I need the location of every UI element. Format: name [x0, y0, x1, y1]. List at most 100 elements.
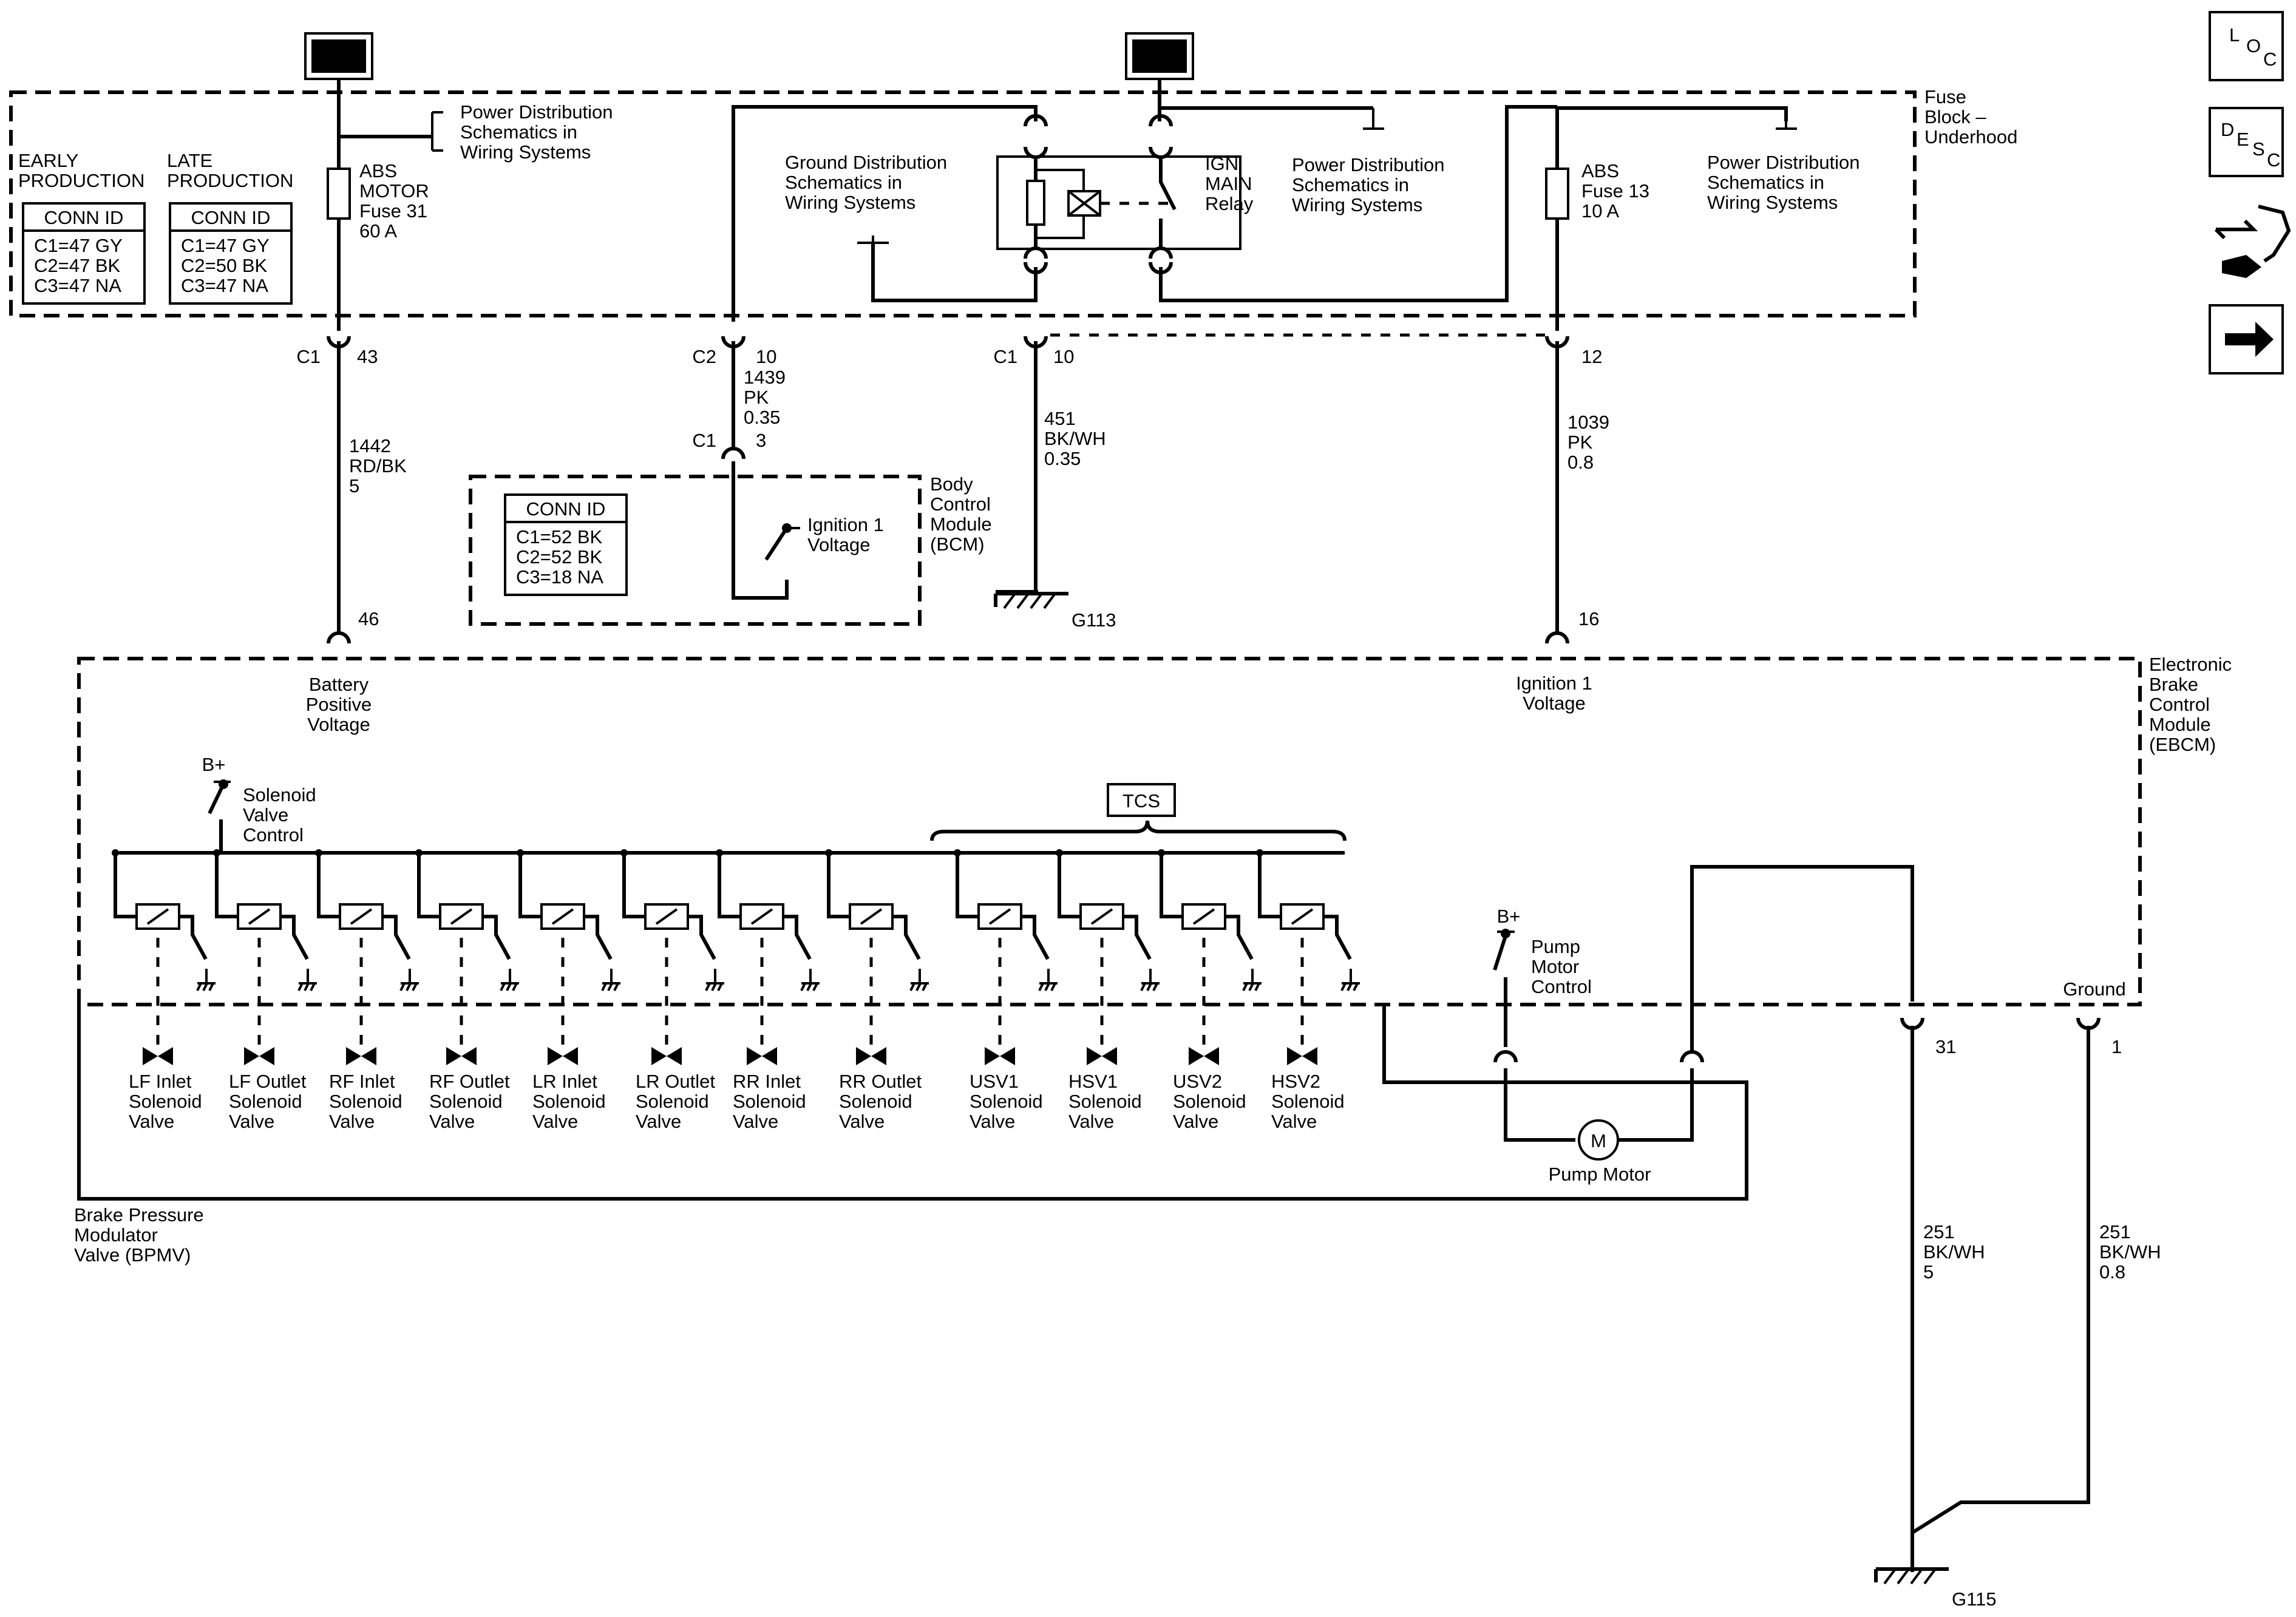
solenoid-coil-mark — [860, 908, 883, 925]
valve-label: Valve — [532, 1111, 578, 1132]
wire-251-label: BK/WH — [1923, 1241, 1985, 1263]
solenoid-driver — [783, 915, 812, 960]
fuse-13-label: ABS — [1581, 160, 1619, 181]
wire-451-label: 451 — [1044, 408, 1076, 429]
pump-connector — [1493, 1050, 1518, 1063]
wire-251-ground — [1911, 1026, 2090, 1534]
ebcm-label: Electronic — [2149, 654, 2232, 675]
bus-junction — [825, 849, 832, 856]
bus-junction — [716, 849, 723, 856]
valve-label: RR Inlet — [733, 1071, 801, 1092]
valve-label: Solenoid — [1271, 1091, 1345, 1112]
bcm-switch-label: Ignition 1 — [807, 514, 884, 535]
valve-label: HSV1 — [1068, 1071, 1118, 1092]
fuse-31-label: MOTOR — [359, 180, 429, 202]
bcm-label: Body — [930, 473, 973, 495]
solenoid-ground — [501, 969, 519, 985]
valve-label: RF Outlet — [429, 1071, 510, 1092]
wire-1442-label: 5 — [349, 475, 359, 497]
connector-label: C1 — [296, 346, 321, 367]
solenoid-coil-mark — [450, 908, 473, 925]
late-production-label: PRODUCTION — [167, 170, 293, 191]
solenoid-feed — [114, 853, 137, 918]
desc-button[interactable] — [2209, 107, 2284, 177]
valve-symbol — [361, 1047, 376, 1065]
wire-1442-label: 1442 — [349, 435, 391, 456]
fuse-block-outline — [9, 90, 1917, 317]
component-views-icon[interactable] — [2214, 205, 2291, 278]
valve-label: Valve — [429, 1111, 475, 1132]
fuse-block-label: Underhood — [1924, 126, 2017, 147]
valve-label: LF Outlet — [229, 1071, 307, 1092]
ground-distribution-ref: Ground Distribution — [785, 152, 947, 173]
solenoid-driver — [483, 915, 511, 960]
wire-1439-label: 0.35 — [744, 407, 780, 428]
bcm-switch-label: Voltage — [807, 534, 870, 555]
pin-number: 10 — [1053, 346, 1074, 367]
solenoid-valve-control-label: Solenoid — [243, 784, 316, 805]
connector-label: C2 — [692, 346, 716, 367]
valve-symbol — [1204, 1047, 1219, 1065]
solenoid-group — [622, 853, 724, 1065]
solenoid-ground — [401, 969, 419, 985]
solenoid-feed — [215, 853, 238, 918]
valve-label: Valve — [733, 1111, 778, 1132]
pump-motor-control-label: Pump — [1531, 936, 1580, 957]
valve-label: Valve — [970, 1111, 1015, 1132]
ground-g115 — [1874, 1567, 1949, 1585]
ref-bracket — [1776, 121, 1797, 130]
ground-hatch — [705, 983, 723, 991]
solenoid-driver — [688, 915, 716, 960]
ground-hatch — [1242, 983, 1260, 991]
bcm-conn-id-table — [504, 493, 628, 596]
solenoid-group — [718, 853, 820, 1065]
late-conn-id-table-header: CONN ID — [191, 207, 271, 228]
solenoid-group — [215, 853, 317, 1065]
desc-letter: S — [2252, 138, 2265, 160]
valve-label: Valve — [329, 1111, 375, 1132]
ignition-voltage-label: Voltage — [1523, 693, 1585, 714]
ground-hatch — [1003, 592, 1016, 609]
power-distribution-ref: Wiring Systems — [1292, 194, 1422, 215]
ground-distribution-ref: Wiring Systems — [785, 192, 915, 213]
ground-hatch — [1923, 1568, 1937, 1585]
valve-symbol — [871, 1047, 886, 1065]
wire-1439-label: 1439 — [744, 367, 786, 388]
fuse-31-label: Fuse 31 — [359, 200, 427, 222]
solenoid-ground — [1243, 969, 1262, 985]
desc-letter: D — [2221, 119, 2234, 140]
wire-251-label: 0.8 — [2099, 1261, 2125, 1283]
bcm-ignition-switch-wire — [732, 461, 789, 600]
solenoid-coil-mark — [655, 908, 678, 925]
solenoid-group — [956, 853, 1058, 1065]
arrow-part — [2214, 219, 2258, 240]
solenoid-ground — [911, 969, 929, 985]
ref-bracket — [431, 111, 443, 152]
solenoid-group — [317, 853, 419, 1065]
fuse-13-label: 10 A — [1581, 200, 1619, 222]
ground-hatch — [196, 983, 214, 991]
b-plus-tag-left: B+ — [327, 46, 352, 67]
solenoid-feed — [622, 853, 645, 918]
solenoid-coil-mark — [1192, 908, 1215, 925]
tcs-bracket — [930, 820, 1347, 841]
wrench-part — [2222, 255, 2261, 278]
loc-button[interactable] — [2209, 11, 2284, 81]
late-production-label: LATE — [167, 150, 212, 171]
battery-positive-voltage-label: Voltage — [307, 714, 370, 735]
wire-451-label: 0.35 — [1044, 448, 1081, 469]
solenoid-feed — [1058, 853, 1081, 918]
solenoid-coil-mark — [750, 908, 773, 925]
b-plus-tag-left-inner — [311, 39, 366, 73]
power-distribution-ref: Power Distribution — [460, 101, 613, 123]
pin-number: 3 — [756, 430, 766, 451]
ground-hatch — [1883, 1568, 1897, 1585]
wire-251-label: 251 — [2099, 1221, 2131, 1242]
wire-1039-label: 1039 — [1567, 412, 1609, 433]
pin-number: 31 — [1935, 1036, 1956, 1057]
pump-wire — [1504, 1068, 1575, 1142]
wire-relay-ground — [871, 243, 1038, 302]
valve-label: Valve — [229, 1111, 274, 1132]
